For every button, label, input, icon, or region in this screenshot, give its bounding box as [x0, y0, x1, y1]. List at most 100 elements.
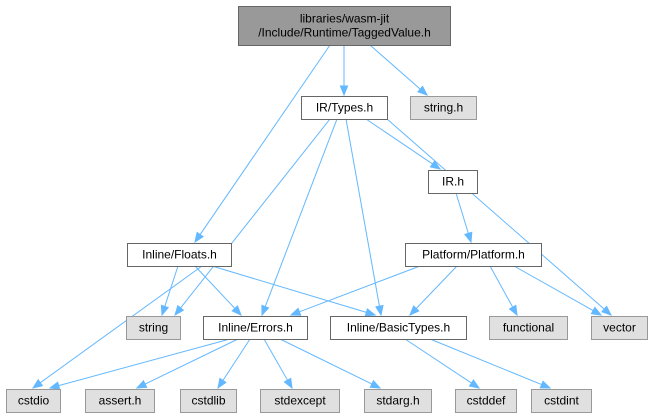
- node-label-platform: Platform/Platform.h: [422, 248, 525, 262]
- edge-platform-to-basictypes: [415, 265, 458, 309]
- node-label-cstddef: cstddef: [467, 394, 506, 408]
- edge-errors-to-assert: [144, 338, 239, 385]
- node-label-basictypes: Inline/BasicTypes.h: [347, 321, 450, 335]
- edge-arrowhead-tagged-to-floats: [194, 231, 204, 244]
- node-box-assert: [85, 389, 155, 413]
- edge-irtypes-to-ir: [365, 118, 433, 165]
- edge-floats-to-basictypes: [211, 265, 367, 313]
- node-cstdlib: cstdlib: [180, 389, 237, 413]
- node-floats[interactable]: Inline/Floats.h: [127, 243, 232, 267]
- node-box-cstdint: [531, 389, 592, 413]
- node-stdarg: stdarg.h: [364, 389, 432, 413]
- node-platform[interactable]: Platform/Platform.h: [405, 243, 542, 267]
- edge-floats-to-cstdio: [40, 265, 203, 384]
- node-box-irtypes: [301, 96, 388, 120]
- node-string: string: [126, 316, 181, 340]
- edge-errors-to-stdarg: [279, 338, 373, 385]
- edge-arrowhead-irtypes-to-ir: [429, 160, 442, 170]
- node-label-cstdlib: cstdlib: [191, 394, 225, 408]
- edge-arrowhead-basictypes-to-cstddef: [468, 379, 481, 389]
- edge-arrowhead-irtypes-to-errors: [261, 304, 270, 317]
- edge-arrowhead-errors-to-assert: [135, 379, 148, 389]
- node-assert: assert.h: [85, 389, 155, 413]
- node-errors[interactable]: Inline/Errors.h: [203, 316, 308, 340]
- node-label-errors: Inline/Errors.h: [218, 321, 293, 335]
- node-box-floats: [127, 243, 232, 267]
- edge-basictypes-to-cstddef: [404, 338, 472, 384]
- edge-arrowhead-irtypes-to-string: [174, 304, 185, 317]
- edge-errors-to-cstdlib: [222, 338, 251, 381]
- node-ir[interactable]: IR.h: [428, 170, 478, 194]
- node-label-stdexcept: stdexcept: [274, 394, 326, 408]
- edge-basictypes-to-cstdint: [429, 338, 542, 386]
- node-box-functional: [489, 316, 568, 340]
- node-box-cstddef: [455, 389, 517, 413]
- node-label-vector: vector: [603, 321, 636, 335]
- node-label-tagged-line-2: /Include/Runtime/TaggedValue.h: [258, 26, 431, 40]
- edge-ir-to-platform: [455, 192, 469, 234]
- edge-floats-to-errors: [194, 265, 236, 309]
- edge-arrowhead-irtypes-to-basictypes: [375, 304, 384, 317]
- dependency-edges: [31, 44, 613, 390]
- edge-arrowhead-errors-to-cstdio: [48, 381, 61, 390]
- node-label-cstdint: cstdint: [544, 394, 579, 408]
- edge-arrowhead-irtypes-to-vector: [601, 305, 613, 316]
- node-label-functional: functional: [503, 321, 554, 335]
- node-box-stdarg: [364, 389, 432, 413]
- node-label-tagged-line-1: libraries/wasm-jit: [300, 12, 390, 26]
- edge-platform-to-vector: [513, 265, 594, 312]
- edge-arrowhead-errors-to-stdexcept: [283, 377, 293, 390]
- node-stdexcept: stdexcept: [260, 389, 340, 413]
- edge-tagged-to-string_h: [369, 44, 421, 90]
- node-cstdio: cstdio: [6, 389, 61, 413]
- node-box-errors: [203, 316, 308, 340]
- edge-irtypes-to-string: [180, 118, 331, 309]
- edge-arrowhead-floats-to-string: [160, 304, 170, 317]
- edge-errors-to-cstdio: [58, 338, 231, 387]
- node-box-cstdlib: [180, 389, 237, 413]
- node-label-assert: assert.h: [99, 394, 142, 408]
- edge-arrowhead-errors-to-stdarg: [369, 379, 382, 389]
- edge-arrowhead-errors-to-cstdlib: [217, 377, 227, 390]
- node-box-stdexcept: [260, 389, 340, 413]
- node-basictypes[interactable]: Inline/BasicTypes.h: [330, 316, 467, 340]
- node-box-vector: [591, 316, 648, 340]
- node-cstddef: cstddef: [455, 389, 517, 413]
- edge-arrowhead-basictypes-to-cstdint: [539, 380, 552, 389]
- node-box-string_h: [410, 96, 477, 120]
- node-box-ir: [428, 170, 478, 194]
- node-box-platform: [405, 243, 542, 267]
- edge-arrowhead-tagged-to-irtypes: [339, 85, 349, 97]
- edge-arrowhead-platform-to-vector: [590, 306, 603, 316]
- edge-arrowhead-ir-to-platform: [464, 231, 473, 244]
- node-label-string_h: string.h: [424, 101, 463, 115]
- edge-floats-to-string: [164, 265, 179, 307]
- edge-arrowhead-tagged-to-string_h: [417, 85, 429, 96]
- node-label-ir: IR.h: [442, 175, 464, 189]
- edge-irtypes-to-errors: [264, 118, 338, 307]
- edge-irtypes-to-basictypes: [345, 118, 380, 307]
- edge-platform-to-errors: [299, 265, 421, 313]
- node-string_h: string.h: [410, 96, 477, 120]
- edge-arrowhead-platform-to-errors: [289, 307, 302, 316]
- edge-platform-to-functional: [489, 265, 514, 308]
- node-label-irtypes: IR/Types.h: [316, 101, 373, 115]
- node-tagged[interactable]: libraries/wasm-jit/Include/Runtime/Tagge…: [238, 6, 451, 46]
- edge-arrowhead-platform-to-functional: [508, 304, 518, 317]
- node-label-floats: Inline/Floats.h: [142, 248, 217, 262]
- node-label-cstdio: cstdio: [18, 394, 50, 408]
- node-vector: vector: [591, 316, 648, 340]
- edge-arrowhead-floats-to-cstdio: [31, 378, 44, 389]
- node-label-stdarg: stdarg.h: [376, 394, 419, 408]
- edge-arrowhead-floats-to-basictypes: [364, 308, 377, 317]
- edge-irtypes-to-vector: [386, 118, 605, 310]
- node-box-cstdio: [6, 389, 61, 413]
- node-irtypes[interactable]: IR/Types.h: [301, 96, 388, 120]
- dependency-nodes: libraries/wasm-jit/Include/Runtime/Tagge…: [6, 6, 648, 413]
- node-cstdint: cstdint: [531, 389, 592, 413]
- node-box-string: [126, 316, 181, 340]
- node-functional: functional: [489, 316, 568, 340]
- edge-errors-to-stdexcept: [263, 338, 288, 381]
- edge-arrowhead-floats-to-errors: [231, 305, 242, 316]
